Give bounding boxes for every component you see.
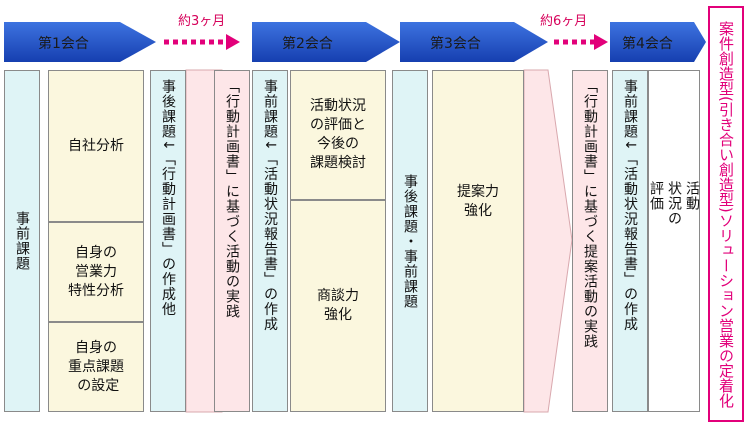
proposal-box: 提案力 強化 xyxy=(432,70,524,412)
sales-ability-box: 自身の 営業力 特性分析 xyxy=(48,222,144,322)
post-task-1-box: 事後課題↓「行動計画書」の作成他 xyxy=(150,70,186,412)
phase-2-label: 第2会合 xyxy=(282,36,333,52)
phase-2-banner xyxy=(252,22,400,62)
phase-banners xyxy=(4,22,706,62)
interval-2-arrowhead xyxy=(594,34,608,50)
interval-1-note: 約3ヶ月 xyxy=(178,14,226,29)
priority-task-box: 自身の 重点課題 の設定 xyxy=(48,322,144,412)
pre-post-task-3-box: 事後課題・事前課題 xyxy=(392,70,428,412)
phase-3-label: 第3会合 xyxy=(430,36,481,52)
phase-4-banner xyxy=(610,22,706,62)
goal-box: 案件創造型(引き合い創造型)ソリューション営業の定着化 xyxy=(708,6,744,422)
status-evaluation-box: 活動状況 の評価と 今後の 課題検討 xyxy=(290,70,386,200)
practice-2-box: 「行動計画書」に基づく提案活動の実践 xyxy=(572,70,608,412)
phase-1-label: 第1会合 xyxy=(38,36,89,52)
phase-1-banner xyxy=(4,22,156,62)
practice-2-chevron xyxy=(523,69,573,413)
self-analysis-box: 自社分析 xyxy=(48,70,144,222)
pre-task-4-box: 事前課題↓「活動状況報告書」の作成 xyxy=(612,70,648,412)
interval-2-note: 約6ヶ月 xyxy=(540,14,588,29)
phase-4-label: 第4会合 xyxy=(622,36,673,52)
pre-task-2-box: 事前課題↓「活動状況報告書」の作成 xyxy=(252,70,288,412)
status-assessment-box: 活動 状況の 評価 xyxy=(648,70,700,412)
interval-1-arrowhead xyxy=(226,34,240,50)
phase-3-banner xyxy=(400,22,548,62)
practice-1-box: 「行動計画書」に基づく活動の実践 xyxy=(214,70,250,412)
negotiation-box: 商談力 強化 xyxy=(290,200,386,412)
pre-task-1-box: 事前課題 xyxy=(4,70,40,412)
